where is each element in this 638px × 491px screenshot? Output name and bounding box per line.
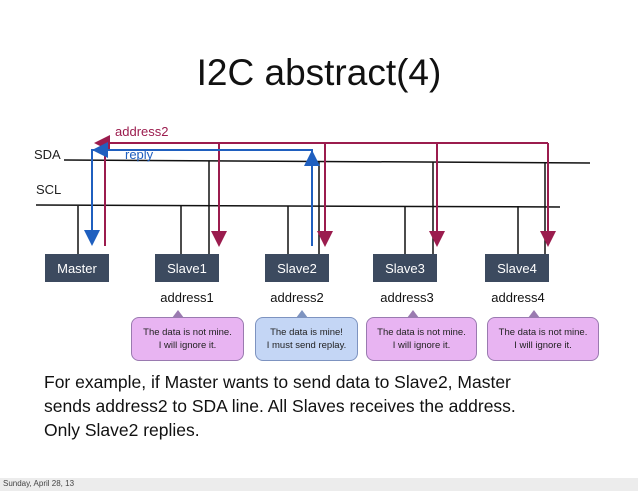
caption-line: sends address2 to SDA line. All Slaves r…: [44, 396, 516, 416]
slave4-bubble: The data is not mine. I will ignore it.: [487, 310, 599, 361]
slave2-bubble: The data is mine! I must send replay.: [255, 310, 358, 361]
caption-line: Only Slave2 replies.: [44, 420, 200, 440]
slave4-address: address4: [491, 290, 545, 305]
slave3-node: Slave3: [373, 254, 437, 282]
bus-diagram: [35, 135, 591, 254]
slave1-node: Slave1: [155, 254, 219, 282]
bubble-line: The data is mine!: [270, 327, 343, 338]
reply-arrow-line: [84, 149, 313, 246]
bubble-line: The data is not mine.: [377, 327, 466, 338]
caption-line: For example, if Master wants to send dat…: [44, 372, 511, 392]
bubble-line: I will ignore it.: [514, 340, 572, 351]
slide-caption: For example, if Master wants to send dat…: [44, 370, 604, 442]
bubble-line: I will ignore it.: [392, 340, 451, 351]
footer-bar: Sunday, April 28, 13: [0, 478, 638, 491]
address2-arrow-line: [104, 142, 548, 246]
slide: I2C abstract(4): [34, 52, 604, 442]
master-node: Master: [45, 254, 109, 282]
slave3-bubble: The data is not mine. I will ignore it.: [366, 310, 477, 361]
reply-arrow-label: reply: [125, 147, 154, 162]
slave1-bubble: The data is not mine. I will ignore it.: [131, 310, 244, 361]
slave1-address: address1: [160, 290, 214, 305]
sda-label: SDA: [34, 147, 61, 162]
slave2-node: Slave2: [265, 254, 329, 282]
footer-date: Sunday, April 28, 13: [3, 479, 75, 488]
bubble-line: I will ignore it.: [158, 340, 217, 351]
bubble-line: The data is not mine.: [498, 327, 588, 338]
sda-line: [63, 159, 591, 164]
bubble-line: I must send replay.: [266, 340, 347, 351]
slave2-address: address2: [270, 290, 324, 305]
bubble-line: The data is not mine.: [143, 327, 232, 338]
slave4-node: Slave4: [485, 254, 549, 282]
scl-line: [35, 204, 561, 208]
address2-arrow-label: address2: [115, 124, 169, 139]
scl-label: SCL: [36, 182, 62, 197]
slide-title: I2C abstract(4): [196, 52, 442, 93]
slave3-address: address3: [380, 290, 434, 305]
